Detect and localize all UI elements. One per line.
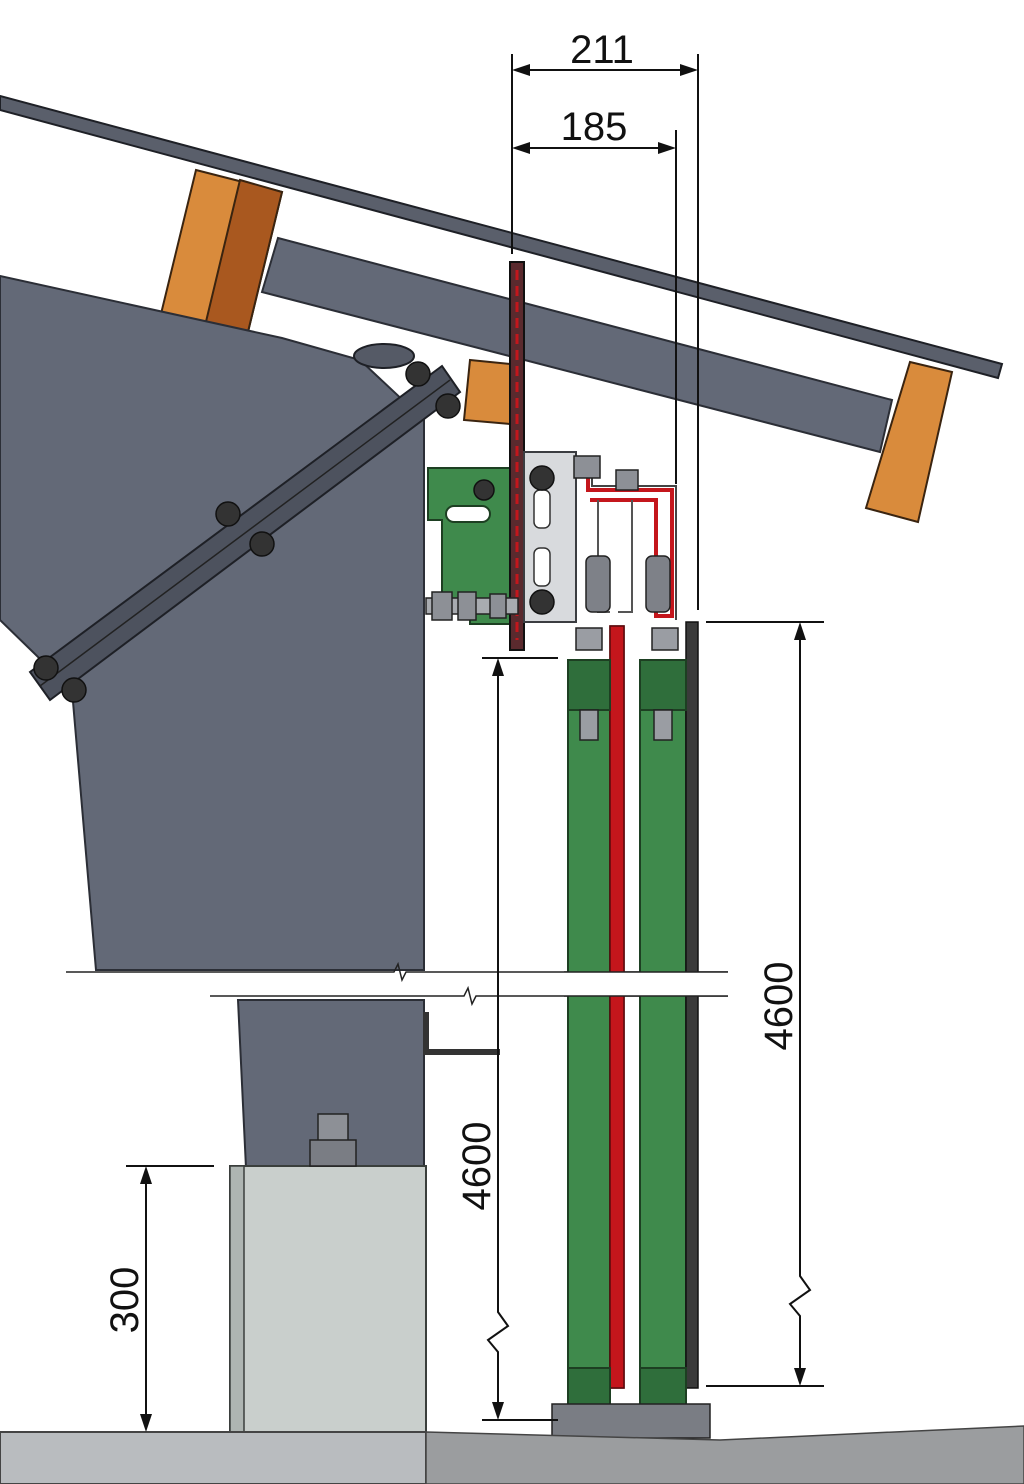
dimension-lines [126,54,824,1432]
steel-rafter-haunch [0,274,425,971]
plinth-and-floor [0,1113,1024,1484]
dimension-4600-right: 4600 [757,962,801,1051]
outer-cladding [685,621,699,1389]
dimension-211: 211 [570,28,634,72]
roller-wheel-2 [645,555,671,613]
steel-frame [0,274,462,1169]
roller-wheel-1 [585,555,611,613]
dimension-4600-left: 4600 [455,1122,499,1211]
roof-assembly [0,94,1004,524]
roof-purlin [260,236,894,454]
dimension-300: 300 [103,1267,147,1334]
door-leaf-2 [639,659,687,1389]
roof-sheet [0,94,1004,380]
ground [425,1425,1024,1484]
concrete-plinth [229,1165,427,1439]
brace-bolts [33,343,461,703]
timber-block-mid [462,358,511,426]
timber-block-right [864,360,954,524]
door-leaves [551,621,711,1439]
door-leaf-1-body [567,659,611,1389]
floor-slab [0,1431,427,1484]
break-lines [0,961,1024,1007]
header-bracket [425,261,677,651]
anchor-hook [423,1012,500,1055]
dimension-185: 185 [561,105,628,149]
